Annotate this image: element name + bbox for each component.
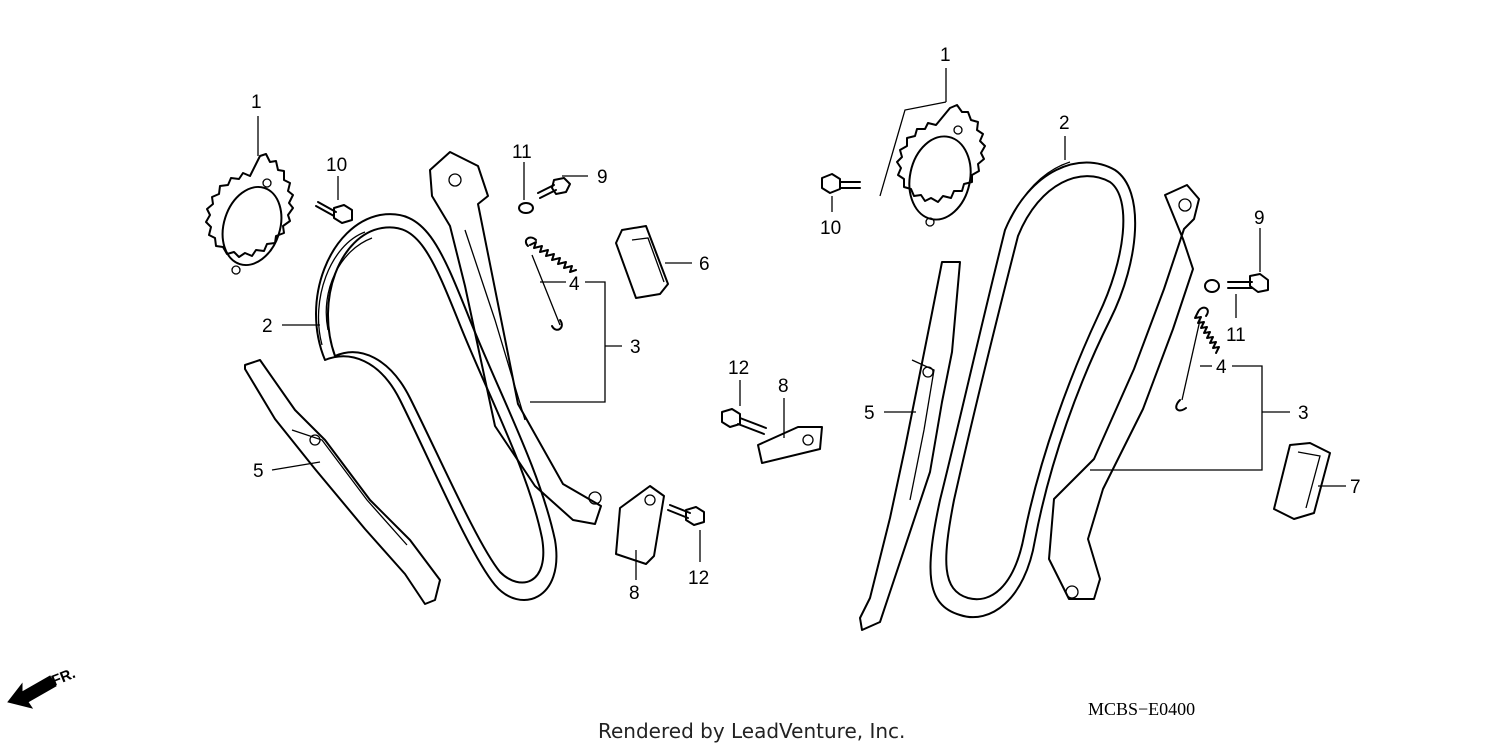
callout-l5: 5 [253,461,264,482]
left-sprocket-bolt [315,201,353,224]
left-cam-chain [315,213,558,601]
right-sprocket-bolt [821,173,861,194]
right-cam-sprocket [896,104,986,227]
left-assembly [205,151,669,605]
callout-r3: 3 [1298,403,1309,424]
right-guide-slipper [1273,442,1331,520]
callout-l11: 11 [512,142,532,163]
callout-labels: 1 10 2 11 9 6 4 3 5 12 8 8 12 1 2 10 9 1… [251,45,1361,604]
callout-r11: 11 [1226,325,1246,346]
left-cam-sprocket [205,153,294,275]
right-tensioner-arm [1048,184,1200,600]
render-credit: Rendered by LeadVenture, Inc. [598,719,905,743]
right-assembly [821,104,1331,631]
center-lower-stopper-plate [615,485,665,565]
leader-lines [257,68,1346,580]
callout-c8b: 8 [629,583,640,604]
left-guide-slipper [615,225,669,299]
left-tensioner-spring [524,236,577,331]
front-label: FR. [49,665,78,690]
center-parts [615,408,823,565]
left-chain-guide [244,359,441,605]
callout-r4: 4 [1216,357,1227,378]
callout-r2: 2 [1059,113,1070,134]
callout-r10: 10 [820,218,841,239]
callout-c12a: 12 [728,358,749,379]
right-tensioner-spring [1175,306,1220,412]
center-lower-bolt [667,504,705,526]
callout-r7: 7 [1350,477,1361,498]
right-cam-chain [929,161,1137,619]
right-pivot-bolt [1227,273,1269,293]
callout-r5: 5 [864,403,875,424]
front-direction-indicator: FR. [7,665,78,709]
right-washer [1204,279,1220,293]
center-upper-bolt [721,408,767,435]
callout-l10: 10 [326,155,347,176]
left-washer [518,202,534,214]
callout-l1: 1 [251,92,262,113]
diagram-code: MCBS−E0400 [1088,699,1195,719]
callout-r9: 9 [1254,208,1265,229]
left-pivot-bolt [537,177,571,199]
left-tensioner-arm [429,151,602,525]
callout-l3: 3 [630,337,641,358]
callout-c12b: 12 [688,568,709,589]
callout-c8a: 8 [778,376,789,397]
callout-l9: 9 [597,167,608,188]
front-arrow-icon [7,675,57,709]
center-upper-stopper-plate [757,426,823,464]
callout-l4: 4 [569,274,580,295]
callout-l6: 6 [699,254,710,275]
callout-r1: 1 [940,45,951,66]
callout-l2: 2 [262,316,273,337]
right-chain-guide [859,261,961,631]
